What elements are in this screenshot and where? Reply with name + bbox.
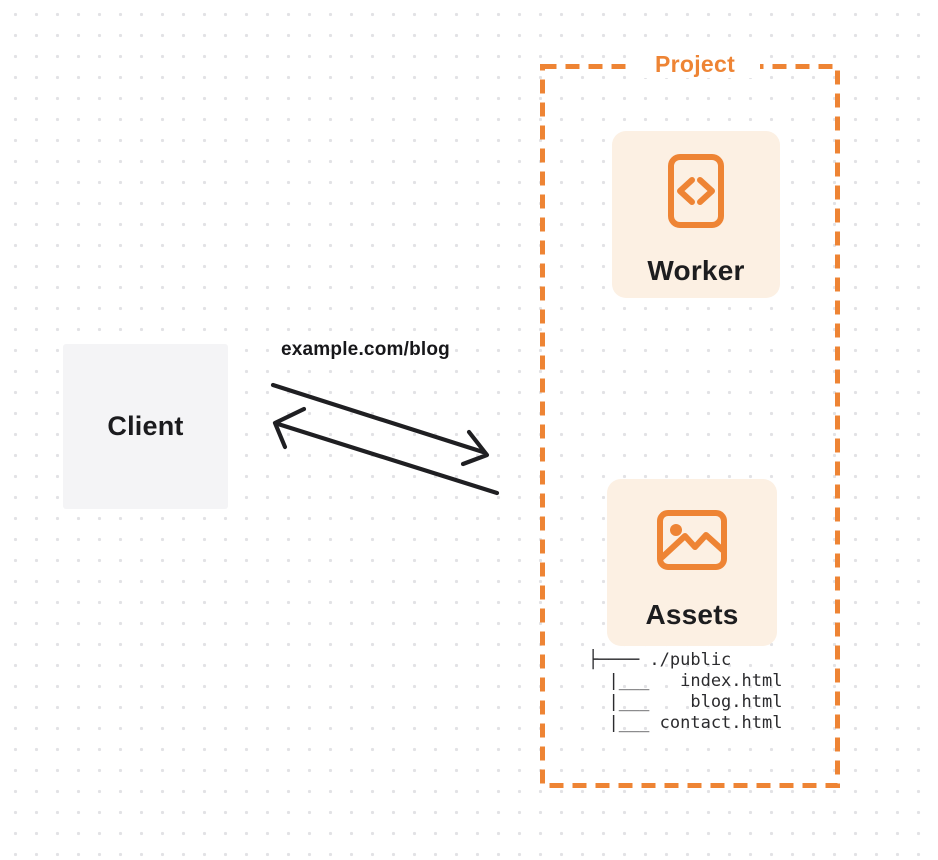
mountain-line-icon (663, 532, 721, 564)
tree-line-contact-html: |___ contact.html (588, 713, 783, 733)
tree-line-public-dir: ├──── ./public (588, 650, 732, 670)
worker-card-label: Worker (647, 255, 745, 286)
request-arrowhead-icon (460, 429, 490, 467)
response-arrow-line (275, 421, 500, 496)
request-url-label: example.com/blog (281, 339, 450, 360)
tree-line-index-html: |___ index.html (588, 671, 783, 691)
request-arrow-line (270, 382, 486, 455)
worker-card: Worker (612, 131, 780, 298)
assets-card: Assets (607, 479, 777, 646)
code-file-icon (668, 154, 724, 228)
client-box: Client (63, 344, 228, 509)
public-file-tree: ├──── ./public |___ index.html |___ blog… (588, 650, 782, 734)
tree-line-blog-html: |___ blog.html (588, 692, 783, 712)
client-label: Client (107, 411, 184, 441)
response-arrowhead-icon (272, 406, 307, 450)
project-label: Project (630, 51, 760, 78)
assets-card-label: Assets (645, 599, 739, 630)
sun-dot-icon (670, 524, 682, 536)
image-icon (657, 510, 727, 570)
